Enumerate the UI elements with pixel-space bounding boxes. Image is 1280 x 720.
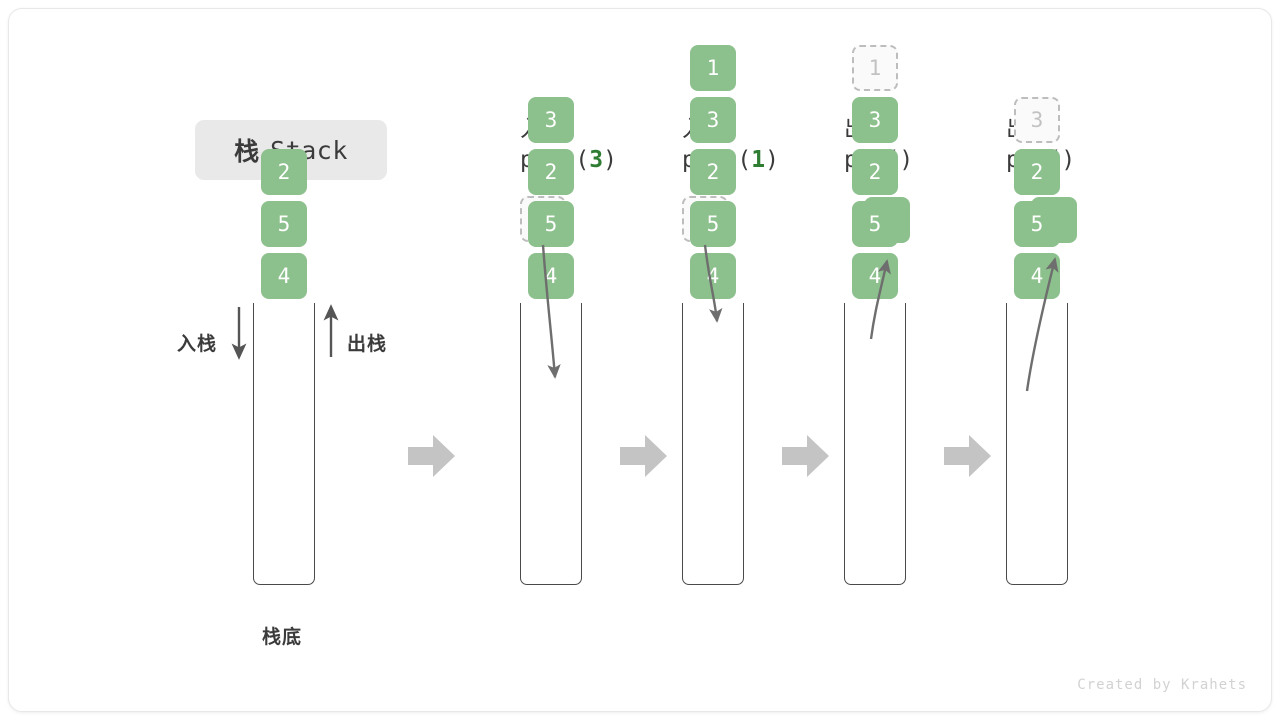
stack-cell: 2 [261, 149, 307, 195]
arrow-overlay [231, 244, 1059, 477]
label-stack-bottom: 栈底 [262, 627, 303, 648]
transition-arrow-4 [944, 435, 991, 477]
stack-tube [844, 303, 906, 585]
label-pop-side: 出栈 [347, 334, 388, 355]
stack-cells-pop-3: 3 2 5 4 [1006, 91, 1068, 299]
stack-cell: 5 [852, 201, 898, 247]
stack-cells-push-1: 1 3 2 5 4 [682, 39, 744, 299]
stack-cell: 2 [528, 149, 574, 195]
op-arg: 1 [751, 147, 766, 173]
stack-cell: 2 [852, 149, 898, 195]
stack-cell: 4 [528, 253, 574, 299]
stack-cell: 5 [528, 201, 574, 247]
op-arg: 3 [589, 147, 604, 173]
transition-arrow-3 [782, 435, 829, 477]
stack-cell: 5 [1014, 201, 1060, 247]
stack-tube [1006, 303, 1068, 585]
stack-tube [520, 303, 582, 585]
label-push-side: 入栈 [177, 334, 218, 355]
stack-cells-push-3: 3 2 5 4 [520, 91, 582, 299]
transition-arrow-1 [408, 435, 455, 477]
stack-cell: 4 [690, 253, 736, 299]
stack-cell: 5 [261, 201, 307, 247]
stack-cell: 3 [690, 97, 736, 143]
stack-cells-pop-1: 1 3 2 5 4 [844, 39, 906, 299]
stack-cell: 3 [1014, 97, 1060, 143]
stack-cell: 2 [690, 149, 736, 195]
stack-cell: 5 [690, 201, 736, 247]
op-code-post: ) [765, 147, 779, 173]
stack-cell: 2 [1014, 149, 1060, 195]
stack-cell: 4 [852, 253, 898, 299]
stack-cell: 1 [690, 45, 736, 91]
op-code-post: ) [899, 147, 914, 173]
stack-cell: 4 [1014, 253, 1060, 299]
stack-cell: 1 [852, 45, 898, 91]
stack-cell: 3 [528, 97, 574, 143]
op-code-post: ) [603, 147, 617, 173]
stack-cell: 4 [261, 253, 307, 299]
stack-tube [682, 303, 744, 585]
transition-arrow-2 [620, 435, 667, 477]
title-cn: 栈 [234, 138, 261, 166]
stack-cell: 3 [852, 97, 898, 143]
stack-cells-initial: 2 5 4 [253, 143, 315, 299]
op-code-post: ) [1061, 147, 1076, 173]
credit-text: Created by Krahets [1077, 677, 1247, 693]
diagram-canvas: 栈 Stack 栈顶 栈底 入栈 出栈 入栈 push(3) 入栈 push(1… [8, 8, 1272, 712]
stack-tube [253, 303, 315, 585]
